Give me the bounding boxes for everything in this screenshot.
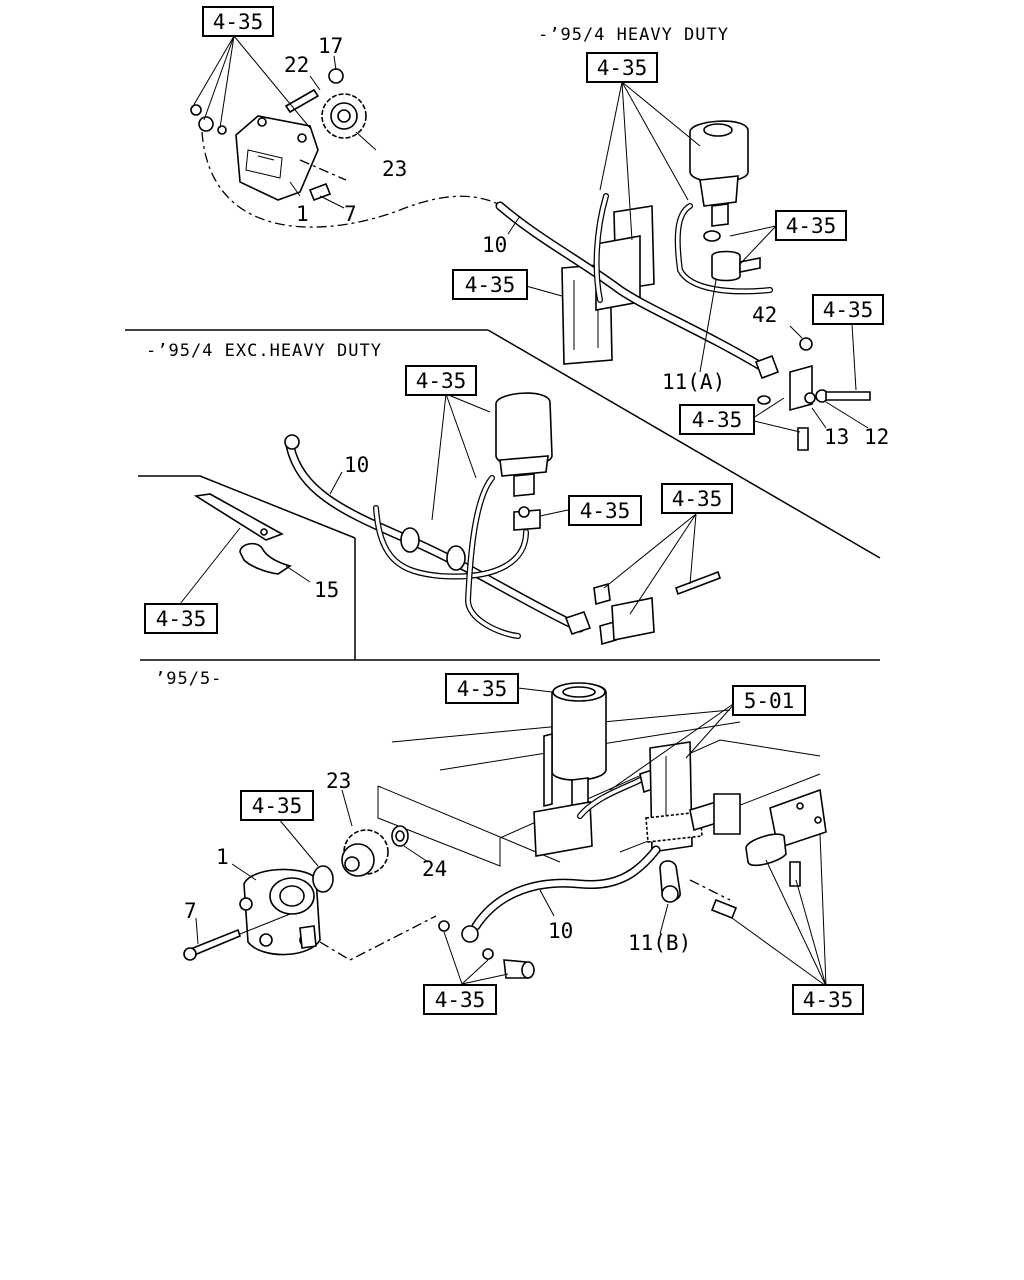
ref-box: 4-35 <box>202 6 274 37</box>
ref-label: 4-35 <box>156 607 207 631</box>
header-95-5: ’95/5- <box>155 669 222 689</box>
part-numbers: 17 22 23 1 7 10 11(A) 42 13 12 10 15 23 … <box>184 34 889 955</box>
ref-box: 4-35 <box>661 483 733 514</box>
ref-box: 4-35 <box>423 984 497 1015</box>
part-number: 15 <box>314 578 339 602</box>
ref-box: 4-35 <box>568 495 642 526</box>
part-number: 7 <box>184 899 197 923</box>
part-number: 11(B) <box>628 931 691 955</box>
part-number: 1 <box>216 845 229 869</box>
part-number: 12 <box>864 425 889 449</box>
part-number: 42 <box>752 303 777 327</box>
ref-label: 4-35 <box>465 273 516 297</box>
ref-label: 4-35 <box>416 369 467 393</box>
ref-label: 4-35 <box>457 677 508 701</box>
part-number: 10 <box>344 453 369 477</box>
ref-box: 4-35 <box>405 365 477 396</box>
ref-label: 4-35 <box>580 499 631 523</box>
part-number: 17 <box>318 34 343 58</box>
ref-label: 4-35 <box>597 56 648 80</box>
ref-label: 4-35 <box>213 10 264 34</box>
ref-box: 4-35 <box>792 984 864 1015</box>
part-number: 23 <box>382 157 407 181</box>
ref-label: 4-35 <box>692 408 743 432</box>
ref-label: 4-35 <box>435 988 486 1012</box>
ref-label: 4-35 <box>823 298 874 322</box>
bottom-reservoir-assembly <box>461 682 827 943</box>
part-number: 11(A) <box>662 370 725 394</box>
part-number: 24 <box>422 857 447 881</box>
ref-box: 4-35 <box>144 603 218 634</box>
ref-label: 4-35 <box>252 794 303 818</box>
middle-clamp-inset <box>193 493 292 575</box>
ref-label: 4-35 <box>803 988 854 1012</box>
ref-box: 5-01 <box>732 685 806 716</box>
part-number: 7 <box>344 202 357 226</box>
part-number: 22 <box>284 53 309 77</box>
bottom-pump-assembly <box>183 825 535 979</box>
header-exc-heavy-duty: -’95/4 EXC.HEAVY DUTY <box>146 341 382 361</box>
ref-label: 4-35 <box>786 214 837 238</box>
ref-box: 4-35 <box>445 673 519 704</box>
middle-reservoir-assembly <box>284 392 722 646</box>
part-number: 23 <box>326 769 351 793</box>
top-reservoir-assembly <box>495 120 871 451</box>
ref-box: 4-35 <box>775 210 847 241</box>
part-number: 10 <box>548 919 573 943</box>
ref-box: 4-35 <box>679 404 755 435</box>
ref-box: 4-35 <box>240 790 314 821</box>
part-number: 10 <box>482 233 507 257</box>
ref-box: 4-35 <box>812 294 884 325</box>
reference-boxes: 4-35 4-35 4-35 4-35 4-35 4-35 4-35 4-35 <box>144 6 884 1015</box>
header-heavy-duty: -’95/4 HEAVY DUTY <box>538 25 729 45</box>
part-number: 1 <box>296 202 309 226</box>
ref-label: 5-01 <box>744 689 795 713</box>
ref-label: 4-35 <box>672 487 723 511</box>
leader-lines <box>179 35 869 987</box>
part-number: 13 <box>824 425 849 449</box>
section-dividers <box>125 329 881 661</box>
ref-box: 4-35 <box>586 52 658 83</box>
top-pump-assembly <box>190 68 501 228</box>
ref-box: 4-35 <box>452 269 528 300</box>
